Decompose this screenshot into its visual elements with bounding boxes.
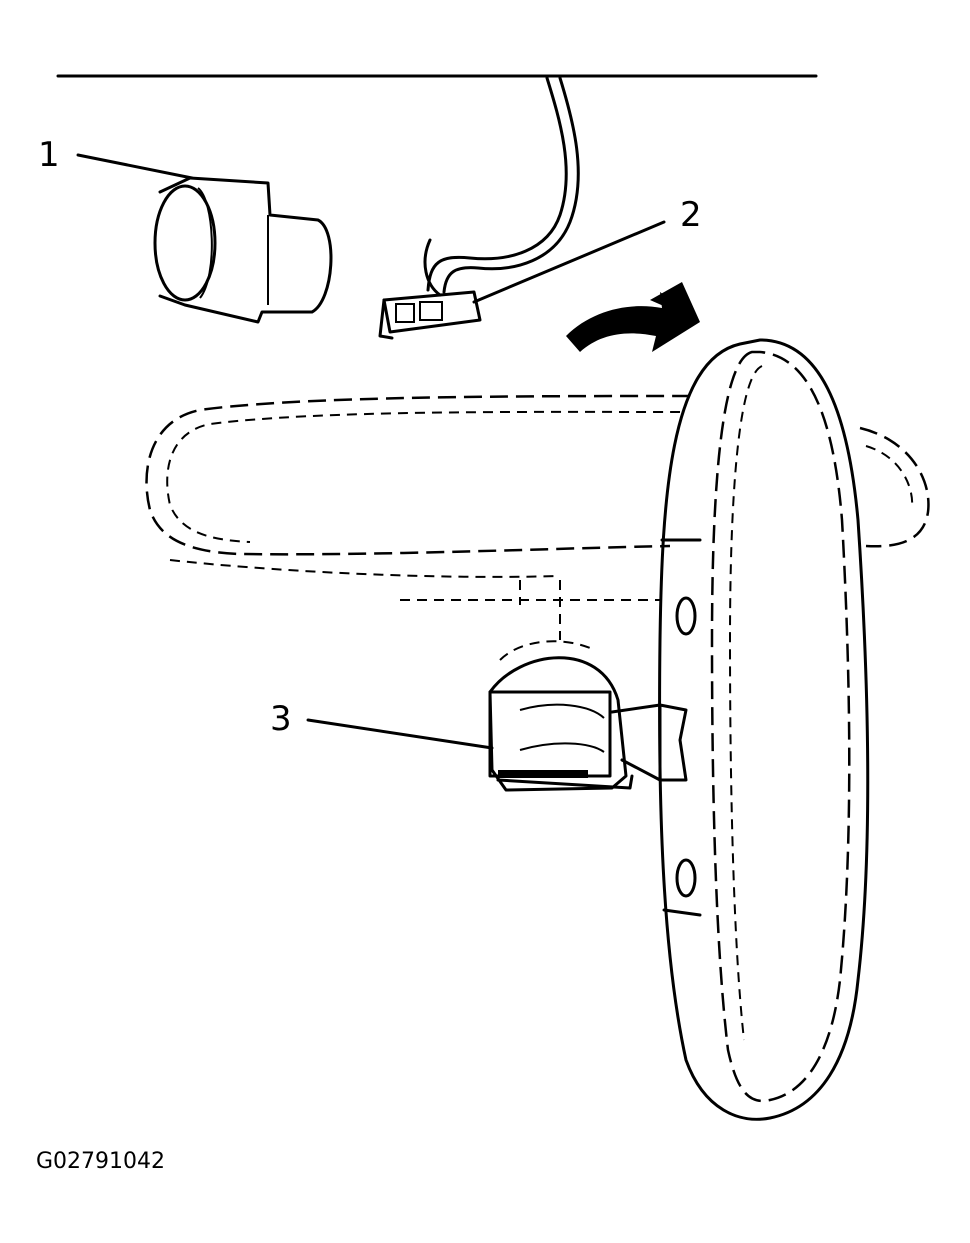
mirror-rotated-outline-icon: [145, 394, 930, 661]
figure-id: G02791042: [36, 1149, 165, 1174]
wiring-harness-icon: [426, 76, 580, 294]
callout-3: 3: [270, 699, 292, 739]
callout-2: 2: [680, 195, 702, 235]
mirror-mount-base-icon: [488, 656, 662, 792]
rotation-arrow-icon: [566, 282, 700, 352]
electrical-connector-icon: [378, 238, 482, 340]
leader-line-3: [306, 718, 494, 750]
rearview-mirror-icon: [658, 338, 870, 1121]
leader-line-1: [76, 153, 194, 180]
callout-1: 1: [38, 135, 60, 175]
mirror-cover-icon: [153, 176, 333, 324]
leader-line-2: [472, 220, 666, 304]
